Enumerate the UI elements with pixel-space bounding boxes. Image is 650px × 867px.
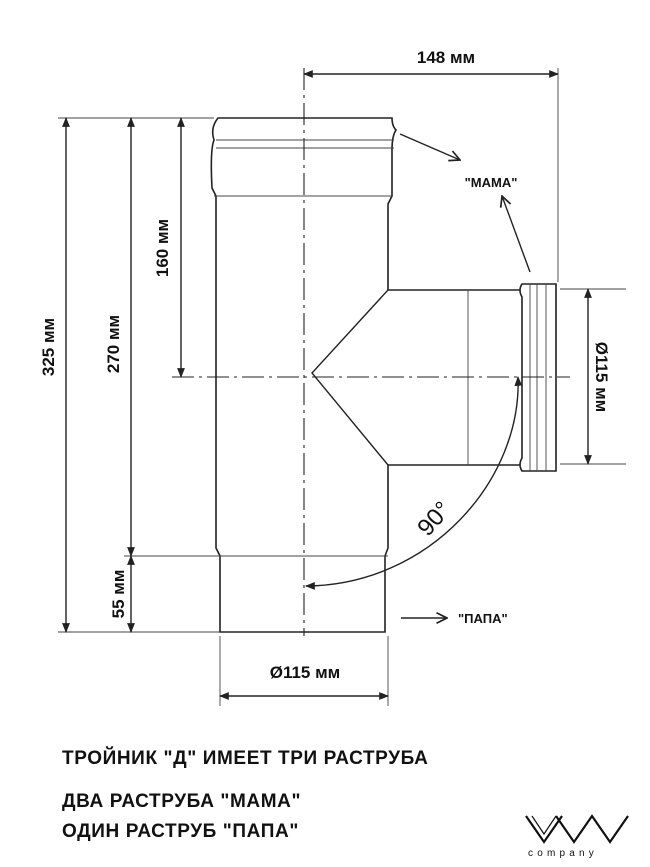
dim-height-total-label: 325 мм [39, 318, 58, 376]
dim-height-160-label: 160 мм [153, 219, 172, 277]
angle-label: 90° [412, 496, 456, 541]
dim-bottom-diameter: Ø115 мм [219, 636, 389, 706]
mama-arrow-branch [502, 196, 531, 273]
logo-subtitle: company [528, 848, 598, 859]
mama-callout: "МАМА" [399, 133, 531, 273]
main-pipe [210, 117, 533, 633]
caption-line-2: ДВА РАСТРУБА "МАМА" [62, 791, 302, 812]
dim-branch-diameter-label: Ø115 мм [592, 342, 611, 413]
top-socket-ring [214, 139, 394, 197]
dim-bottom-diameter-label: Ø115 мм [270, 663, 341, 682]
tee-body [210, 117, 557, 633]
dim-top-width: 148 мм [303, 48, 559, 282]
dim-height-270-label: 270 мм [104, 315, 123, 373]
dim-height-55: 55 мм [109, 555, 135, 633]
mama-arrow-top [399, 133, 460, 160]
papa-label: "ПАПА" [458, 611, 508, 626]
mama-label: "МАМА" [465, 175, 518, 190]
papa-callout: "ПАПА" [401, 611, 508, 626]
dim-height-270: 270 мм [104, 117, 216, 557]
dim-height-160: 160 мм [153, 117, 185, 378]
dim-height-total: 325 мм [39, 117, 220, 633]
dim-branch-diameter: Ø115 мм [560, 288, 626, 465]
angle-arc [305, 376, 523, 590]
vm-logo [525, 814, 629, 844]
caption-line-1: ТРОЙНИК "Д" ИМЕЕТ ТРИ РАСТРУБА [62, 748, 429, 769]
dim-top-width-label: 148 мм [417, 48, 475, 67]
caption-line-3: ОДИН РАСТРУБ "ПАПА" [62, 821, 299, 842]
dim-height-55-label: 55 мм [109, 570, 128, 619]
